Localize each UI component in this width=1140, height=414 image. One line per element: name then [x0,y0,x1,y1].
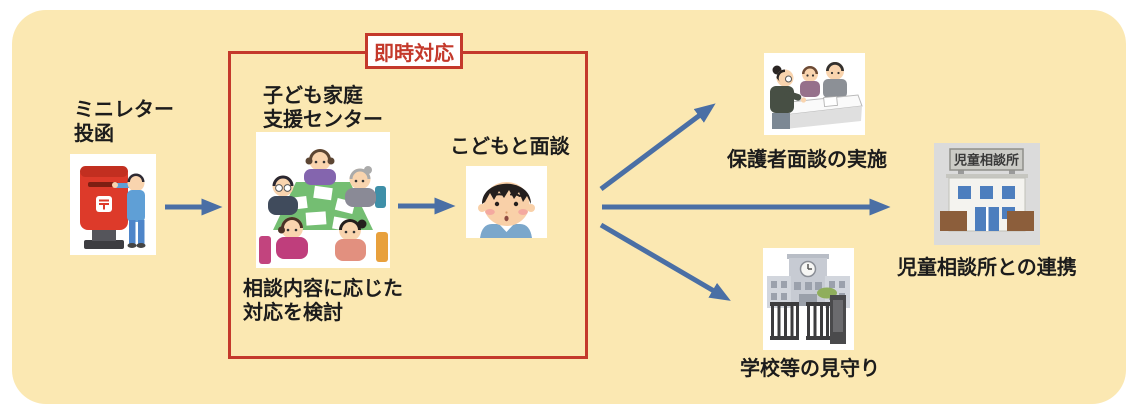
support-note-label: 相談内容に応じた 対応を検討 [243,277,403,325]
support-note-line1: 相談内容に応じた [243,278,403,300]
child-interview-text: こどもと面談 [450,136,570,158]
jidou-center-label: 児童相談所との連携 [897,256,1077,280]
support-center-line1: 子ども家庭 [263,85,363,107]
jidou-center-building-icon: 児童相談所 [934,143,1040,245]
school-icon [763,248,854,350]
mini-letter-line1: ミニレター [74,99,174,121]
school-illustration [763,248,854,350]
immediate-response-badge-label: 即時対応 [374,42,454,65]
support-center-line2: 支援センター [263,109,383,131]
immediate-response-badge: 即時対応 [365,33,463,69]
mini-letter-line2: 投函 [74,123,114,145]
meeting-icon [256,132,390,268]
school-label: 学校等の見守り [740,357,880,381]
parent-interview-text: 保護者面談の実施 [727,149,887,171]
jidou-center-illustration: 児童相談所 [934,143,1040,245]
support-center-label: 子ども家庭 支援センター [263,84,383,132]
postbox-icon [70,154,156,255]
jidou-center-building-sign: 児童相談所 [953,153,1019,168]
meeting-illustration [256,132,390,268]
school-text: 学校等の見守り [740,358,880,380]
support-note-line2: 対応を検討 [243,302,343,324]
child-interview-label: こどもと面談 [450,135,570,159]
child-face-illustration [466,166,547,238]
parent-interview-label: 保護者面談の実施 [727,148,887,172]
parent-interview-icon [764,53,865,135]
child-face-icon [466,166,547,238]
postbox-illustration [70,154,156,255]
mini-letter-label: ミニレター 投函 [74,98,174,146]
jidou-center-text: 児童相談所との連携 [897,257,1077,279]
parent-interview-illustration [764,53,865,135]
